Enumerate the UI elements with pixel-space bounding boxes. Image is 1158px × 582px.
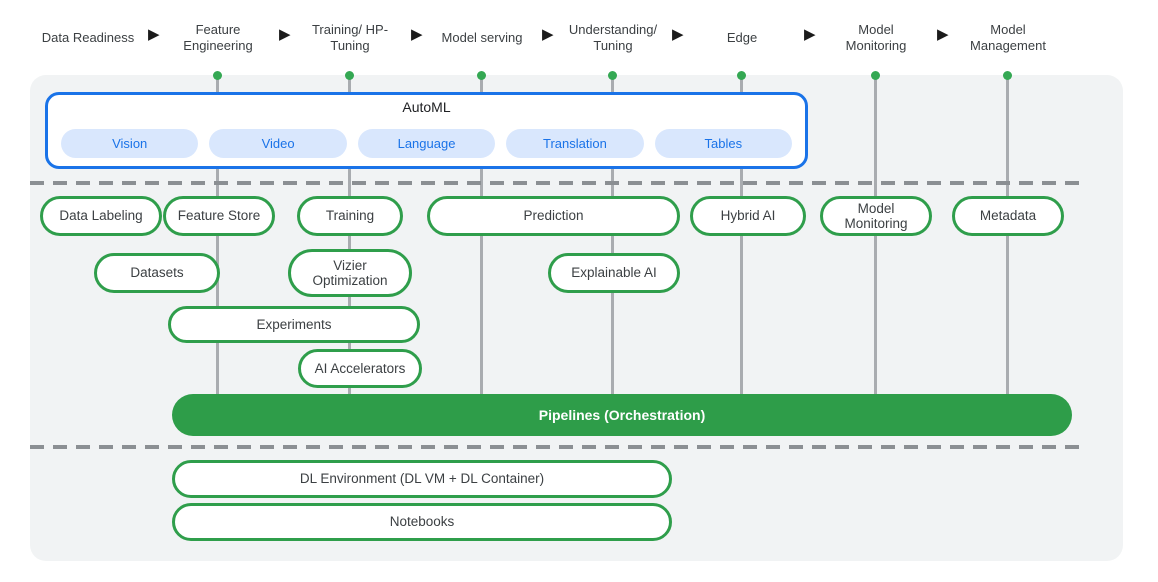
pill-data-labeling: Data Labeling	[40, 196, 162, 236]
stage-arrow-icon: ▶	[937, 26, 949, 43]
automl-option-tables: Tables	[654, 129, 793, 158]
pill-prediction: Prediction	[427, 196, 680, 236]
pill-feature-store: Feature Store	[163, 196, 275, 236]
automl-option-video: Video	[209, 129, 347, 158]
pill-model-monitoring: Model Monitoring	[820, 196, 932, 236]
connector-dot	[477, 71, 486, 80]
pill-datasets: Datasets	[94, 253, 220, 293]
pipelines-bar: Pipelines (Orchestration)	[172, 394, 1072, 436]
stage-model-monitoring: Model Monitoring	[845, 21, 907, 53]
pill-explainable-ai: Explainable AI	[548, 253, 680, 293]
stage-understanding-tuning: Understanding/ Tuning	[568, 21, 658, 53]
stage-edge: Edge	[726, 29, 758, 45]
stage-feature-engineering: Feature Engineering	[183, 21, 253, 53]
automl-options-row: Vision Video Language Translation Tables	[61, 129, 793, 158]
connector-dot	[871, 71, 880, 80]
pill-vizier-optimization: Vizier Optimization	[288, 249, 412, 297]
stage-model-serving: Model serving	[441, 29, 523, 45]
stage-training-hp-tuning: Training/ HP-Tuning	[311, 21, 389, 53]
dashed-separator-bottom	[30, 445, 1086, 449]
pill-dl-environment: DL Environment (DL VM + DL Container)	[172, 460, 672, 498]
automl-option-translation: Translation	[506, 129, 644, 158]
pill-experiments: Experiments	[168, 306, 420, 343]
stage-arrow-icon: ▶	[542, 26, 554, 43]
pill-notebooks: Notebooks	[172, 503, 672, 541]
connector-dot	[608, 71, 617, 80]
connector-dot	[737, 71, 746, 80]
stage-model-management: Model Management	[970, 21, 1046, 53]
connector-dot	[213, 71, 222, 80]
pill-training: Training	[297, 196, 403, 236]
pill-hybrid-ai: Hybrid AI	[690, 196, 806, 236]
connector-dot	[1003, 71, 1012, 80]
dashed-separator-top	[30, 181, 1086, 185]
automl-title: AutoML	[402, 99, 451, 115]
stage-arrow-icon: ▶	[148, 26, 160, 43]
connector-dot	[345, 71, 354, 80]
stage-arrow-icon: ▶	[411, 26, 423, 43]
stage-arrow-icon: ▶	[672, 26, 684, 43]
automl-option-vision: Vision	[61, 129, 199, 158]
stage-arrow-icon: ▶	[804, 26, 816, 43]
pill-metadata: Metadata	[952, 196, 1064, 236]
stage-arrow-icon: ▶	[279, 26, 291, 43]
stage-data-readiness: Data Readiness	[41, 29, 135, 45]
pill-ai-accelerators: AI Accelerators	[298, 349, 422, 388]
automl-option-language: Language	[357, 129, 496, 158]
